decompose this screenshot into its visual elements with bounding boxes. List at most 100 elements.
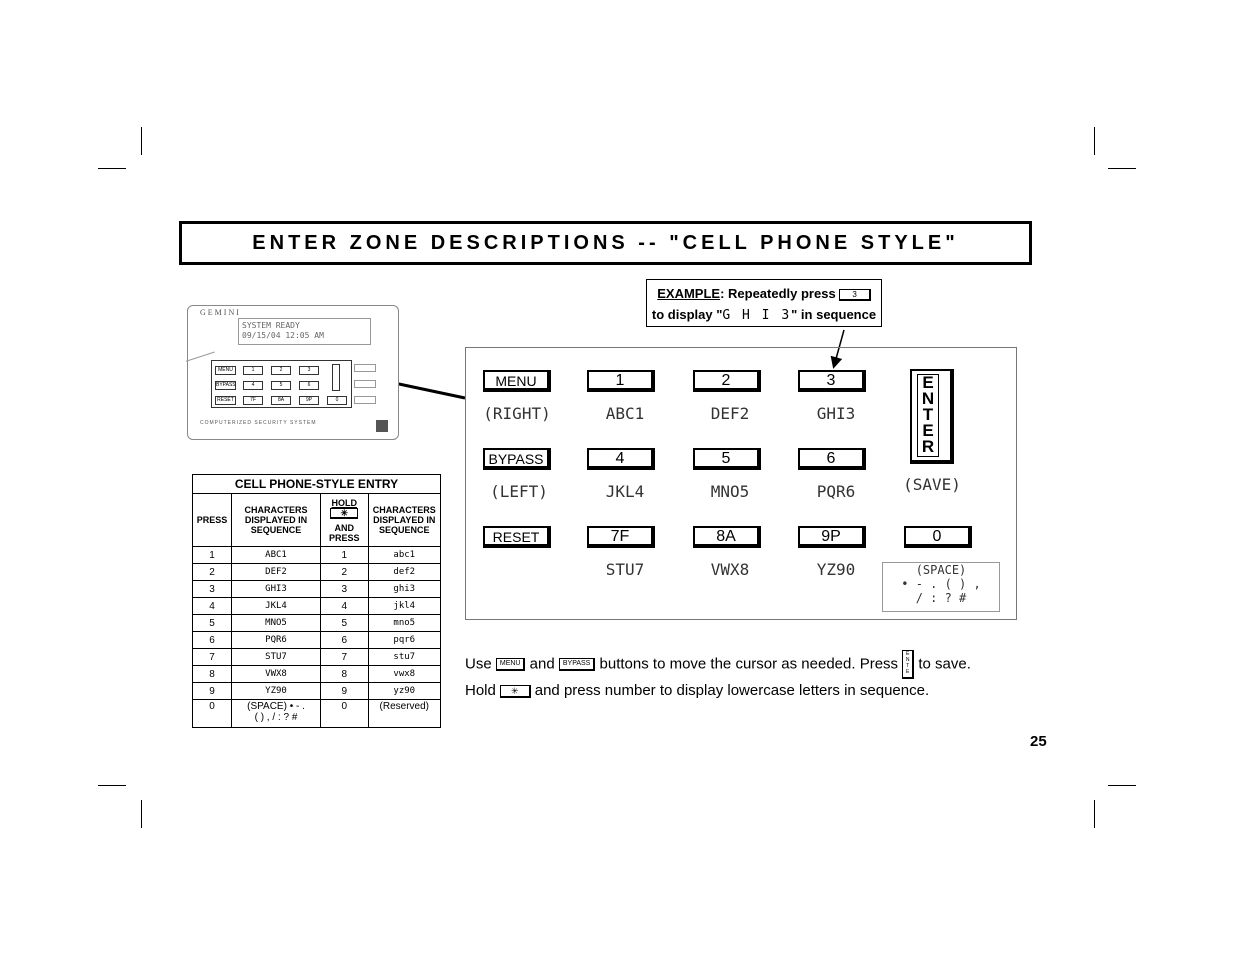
crop-mark: [1094, 127, 1095, 155]
crop-mark: [98, 168, 126, 169]
device-key: 7F: [243, 396, 263, 405]
key-0: 0: [904, 526, 972, 548]
cell-phone-entry-table: CELL PHONE-STYLE ENTRY PRESS CHARACTERS …: [192, 474, 442, 728]
device-screen-line: SYSTEM READY: [242, 321, 300, 330]
device-key: 6: [299, 381, 319, 390]
bypass-key-icon: BYPASS: [558, 658, 596, 671]
example-arrow: [830, 329, 845, 369]
example-text: : Repeatedly press: [720, 286, 836, 301]
keypad-device-illustration: GEMINI SYSTEM READY 09/15/04 12:05 AM ME…: [185, 305, 399, 440]
table-row: 0 (SPACE) • - .( ) , / : ? # 0 (Reserved…: [192, 699, 442, 728]
device-key: RESET: [215, 396, 236, 405]
key-1: 1: [587, 370, 655, 392]
device-enter-key: [332, 364, 340, 391]
device-brand: GEMINI: [200, 308, 241, 317]
device-key: 9P: [299, 396, 319, 405]
key-0-label-box: (SPACE) • - . ( ) , / : ? #: [882, 562, 1000, 612]
table-header-hold: HOLD ✳ AND PRESS: [320, 493, 369, 547]
table-header: CHARACTERS DISPLAYED IN SEQUENCE: [231, 493, 321, 547]
table-caption: CELL PHONE-STYLE ENTRY: [192, 474, 441, 494]
key-6: 6: [798, 448, 866, 470]
menu-key: MENU: [483, 370, 551, 392]
menu-key-label: (RIGHT): [483, 404, 551, 423]
instruction-line-1: Use MENU and BYPASS buttons to move the …: [465, 650, 971, 679]
reset-key: RESET: [483, 526, 551, 548]
device-key: MENU: [215, 366, 236, 375]
space-chars-line: / : ? #: [915, 591, 967, 605]
bypass-key-label: (LEFT): [490, 482, 548, 501]
key-3-mini: 3: [839, 288, 871, 301]
example-text: to display ": [651, 307, 723, 322]
crop-mark: [98, 785, 126, 786]
example-callout: EXAMPLE: Repeatedly press 3 to display "…: [646, 279, 882, 327]
page-title-text: ENTER ZONE DESCRIPTIONS -- "CELL PHONE S…: [252, 231, 959, 254]
key-7: 7F: [587, 526, 655, 548]
device-footer: COMPUTERIZED SECURITY SYSTEM: [200, 420, 317, 426]
asterisk-key-icon: ✳: [500, 684, 531, 698]
key-5-label: MNO5: [710, 482, 750, 501]
crop-mark: [1094, 800, 1095, 828]
key-4-label: JKL4: [605, 482, 645, 501]
space-label: (SPACE): [915, 563, 967, 577]
example-label: EXAMPLE: [657, 286, 721, 301]
device-side-button: [354, 396, 376, 404]
bypass-key: BYPASS: [483, 448, 551, 470]
key-6-label: PQR6: [816, 482, 856, 501]
device-key: 4: [243, 381, 263, 390]
device-screen-line: 09/15/04 12:05 AM: [242, 331, 324, 340]
device-logo-icon: [376, 420, 388, 432]
key-2-label: DEF2: [710, 404, 750, 423]
key-5: 5: [693, 448, 761, 470]
key-2: 2: [693, 370, 761, 392]
device-key: 1: [243, 366, 263, 375]
and-press-label: AND PRESS: [329, 522, 360, 543]
crop-mark: [1108, 168, 1136, 169]
example-text: " in sequence: [791, 307, 877, 322]
crop-mark: [1108, 785, 1136, 786]
device-key: 5: [271, 381, 291, 390]
enter-key-label: (SAVE): [903, 475, 961, 494]
space-chars-line: ( ) , / : ? #: [254, 712, 298, 723]
key-3: 3: [798, 370, 866, 392]
table-header: CHARACTERS DISPLAYED IN SEQUENCE: [367, 493, 442, 547]
space-chars-line: (SPACE) • - .: [247, 701, 305, 712]
asterisk-key-icon: ✳: [330, 507, 359, 519]
key-8-label: VWX8: [710, 560, 750, 579]
key-9: 9P: [798, 526, 866, 548]
crop-mark: [141, 800, 142, 828]
key-7-label: STU7: [605, 560, 645, 579]
page-title: ENTER ZONE DESCRIPTIONS -- "CELL PHONE S…: [179, 221, 1032, 265]
key-4: 4: [587, 448, 655, 470]
table-header: PRESS: [192, 493, 232, 547]
menu-key-icon: MENU: [495, 658, 526, 671]
key-1-label: ABC1: [605, 404, 645, 423]
device-key: 3: [299, 366, 319, 375]
crop-mark: [141, 127, 142, 155]
page-number: 25: [1030, 733, 1047, 750]
hold-label: HOLD: [331, 497, 358, 508]
device-key: 2: [271, 366, 291, 375]
device-screen: SYSTEM READY 09/15/04 12:05 AM: [238, 318, 371, 345]
key-9-label: YZ90: [816, 560, 856, 579]
example-display: G H I 3: [722, 308, 792, 323]
device-keypad: MENU 1 2 3 BYPASS 4 5 6 RESET 7F 8A 9P 0: [211, 360, 352, 408]
device-side-button: [354, 364, 376, 372]
key-8: 8A: [693, 526, 761, 548]
device-key: 0: [327, 396, 347, 405]
space-chars-line: • - . ( ) ,: [901, 577, 981, 591]
device-key: 8A: [271, 396, 291, 405]
instruction-line-2: Hold ✳ and press number to display lower…: [465, 682, 930, 699]
